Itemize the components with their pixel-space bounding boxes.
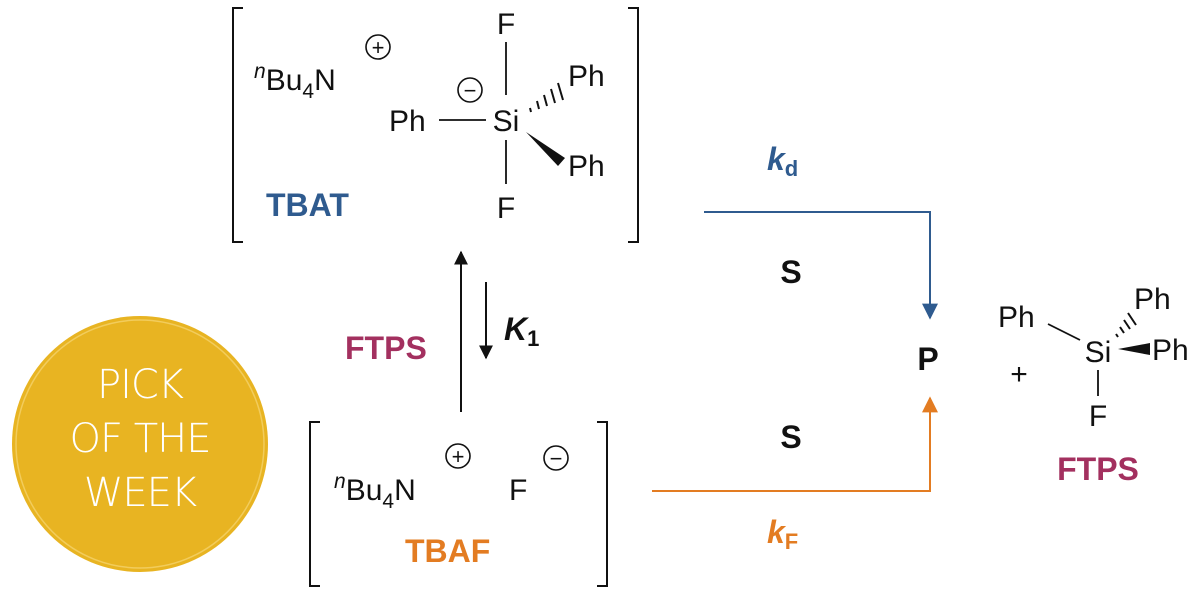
product-ftps-name: FTPS [1057,451,1139,487]
badge-line-2: OF THE [70,416,211,462]
tbat-ph-upper-right: Ph [568,60,605,93]
ftps-solid-wedge [1118,343,1150,355]
tbat-name: TBAT [266,187,349,223]
product-p: P [917,341,938,377]
tbat-f-bottom: F [497,192,515,225]
badge-line-1: PICK [97,362,184,408]
tbat-bracket-right [628,7,639,243]
kf-pathway-arrow [652,396,938,492]
tbaf-bracket-left [309,421,320,587]
product-side: P + Ph Si Ph Ph F FTPS [917,283,1188,487]
tbaf-plus-sign: + [452,444,465,469]
ftps-bond-left [1047,323,1081,341]
equilibrium-constant: K1 [504,311,539,351]
ftps-ph-left: Ph [998,301,1035,334]
tbaf-minus-circle [543,445,569,471]
kd-pathway-arrow [704,211,938,320]
ftps-structure: Ph Si Ph Ph F [998,283,1189,433]
tbat-ph-lower-right: Ph [568,150,605,183]
equilibrium-reagent-ftps: FTPS [345,330,427,366]
tbaf-bracket-right [597,421,608,587]
tbat-cation: nBu4N [254,60,336,103]
substrate-s-top: S [780,254,801,290]
ftps-hashed-wedge [1115,312,1137,338]
substrate-s-bottom: S [780,419,801,455]
rate-pathways: kd S S kF [652,141,938,554]
tbat-bracket-left [232,7,243,243]
product-plus: + [1010,358,1028,391]
ftps-ph-upper-right: Ph [1134,283,1171,316]
tbat-solid-wedge [526,132,565,166]
badge-inner-ring [15,319,265,569]
ftps-f: F [1089,400,1107,433]
badge-circle [12,316,268,572]
tbat-plus-circle [365,34,391,60]
tbat-ph-left: Ph [389,105,426,138]
tbat-si: Si [493,105,520,138]
tbaf-complex: nBu4N + F − TBAF [309,421,608,587]
tbaf-fluoride: F [509,474,527,507]
tbaf-name: TBAF [405,533,490,569]
tbat-minus-sign: − [464,78,477,103]
rate-kf: kF [767,514,798,554]
rate-kd: kd [767,141,798,181]
badge-line-3: WEEK [84,470,197,516]
tbaf-cation: nBu4N [334,470,416,513]
equilibrium-arrows: K1 FTPS [345,250,539,412]
tbat-complex: nBu4N + − F Ph Si Ph Ph F TBAT [232,7,639,243]
ftps-si: Si [1085,336,1112,369]
tbat-f-top: F [497,8,515,41]
tbaf-plus-circle [445,443,471,469]
tbat-minus-circle [457,77,483,103]
pick-of-the-week-badge: PICK OF THE WEEK [12,316,268,572]
tbaf-minus-sign: − [550,446,563,471]
ftps-ph-right: Ph [1152,334,1189,367]
tbat-hashed-wedge [529,82,564,113]
tbat-plus-sign: + [372,35,385,60]
